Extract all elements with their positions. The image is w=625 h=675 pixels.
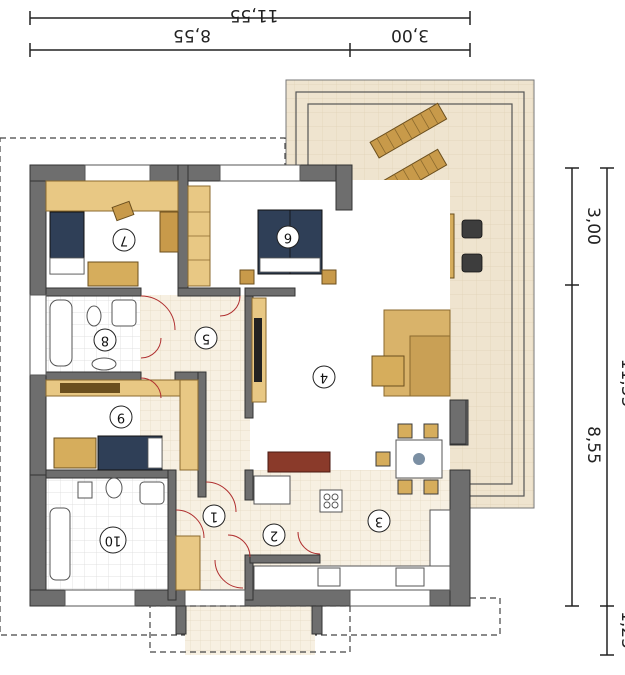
bathroom-8-fixtures: [49, 299, 137, 371]
dim-right-top: 3,00: [583, 207, 603, 245]
room-label-2: 2: [262, 523, 286, 547]
dim-right-bottom: 1,25: [617, 611, 625, 649]
kitchen-furniture: [253, 451, 451, 591]
bathroom-10-fixtures: [49, 477, 165, 581]
room-label-1: 1: [202, 504, 226, 528]
room-label-6: 6: [276, 225, 300, 249]
room-label-8: 8: [93, 328, 117, 352]
room-label-5: 5: [194, 326, 218, 350]
room-label-3: 3: [367, 509, 391, 533]
svg-text:2: 2: [270, 528, 278, 543]
roof-outline: [0, 137, 501, 636]
dim-top-right: 3,00: [391, 25, 429, 45]
top-dimension-lines: [29, 11, 471, 57]
dim-top-total: 11,55: [230, 5, 279, 25]
hall-furniture: [175, 535, 201, 591]
svg-text:6: 6: [284, 230, 292, 245]
dim-right-middle: 8,55: [583, 426, 603, 464]
door-swings: [140, 295, 321, 589]
svg-text:3: 3: [375, 514, 383, 529]
room-labels: 1 2 3 4 5 6 7 8: [93, 225, 391, 554]
room-label-10: 10: [99, 526, 127, 554]
dim-right-total: 11,55: [617, 359, 625, 408]
svg-text:4: 4: [320, 370, 328, 385]
svg-text:9: 9: [117, 410, 125, 425]
living-room-furniture: [251, 297, 467, 445]
svg-text:7: 7: [120, 233, 128, 248]
bedroom-7-furniture: [45, 180, 179, 287]
entrance-porch: [149, 605, 351, 653]
room-label-7: 7: [112, 228, 136, 252]
room-label-9: 9: [109, 405, 133, 429]
right-dimension-lines: [565, 167, 614, 656]
dining-set: [375, 423, 443, 495]
windows: [29, 164, 431, 607]
svg-text:5: 5: [202, 331, 210, 346]
dim-top-left: 8,55: [173, 25, 211, 45]
svg-text:1: 1: [210, 509, 218, 524]
svg-text:8: 8: [101, 333, 109, 348]
svg-text:10: 10: [105, 533, 122, 548]
room-label-4: 4: [312, 365, 336, 389]
bedroom-9-furniture: [45, 379, 199, 471]
